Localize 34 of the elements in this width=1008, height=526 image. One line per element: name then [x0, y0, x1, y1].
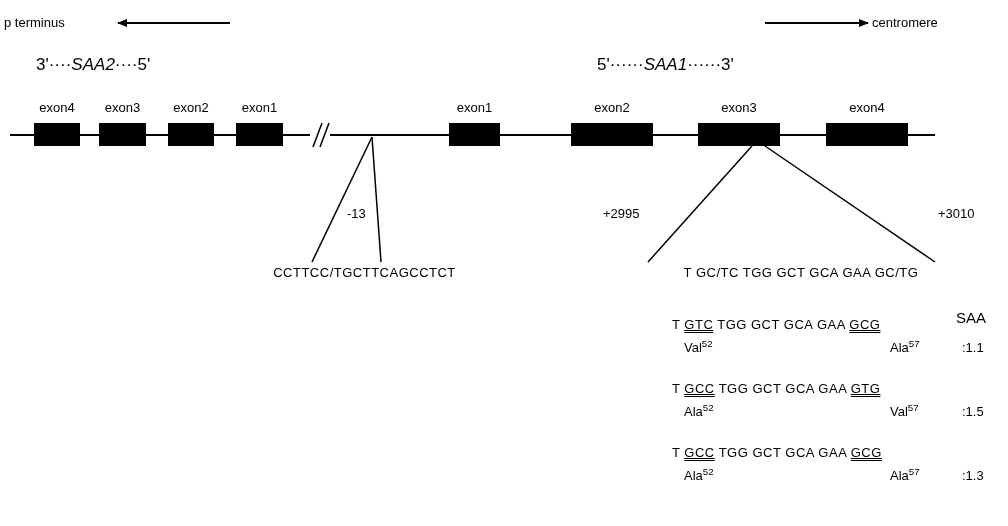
column-header: SAA: [956, 310, 986, 325]
amino-acid-label: Val$^{52}$: [684, 341, 713, 354]
sequence-text: T GC/TC TGG GCT GCA GAA GC/TG: [683, 265, 919, 279]
leader-line: [647, 145, 753, 263]
direction-label: p terminus: [4, 16, 65, 29]
position-label: +3010: [938, 207, 975, 220]
sequence-text: T GCC TGG GCT GCA GAA GTG: [672, 382, 881, 395]
gene-label: 3'····SAA2····5': [36, 56, 151, 73]
amino-acid-label: Ala$^{52}$: [684, 469, 714, 482]
amino-acid-label: Ala$^{57}$: [890, 469, 920, 482]
direction-label: centromere: [872, 16, 938, 29]
exon-label: exon2: [594, 101, 630, 117]
sequence-text: CCTTCC/TGCTTCAGCCTCT: [273, 265, 456, 279]
amino-acid-label: Val$^{57}$: [890, 405, 919, 418]
exon-label: exon3: [104, 101, 141, 117]
ratio-label: :1.5: [962, 405, 984, 418]
leader-line: [311, 136, 373, 263]
ratio-label: :1.1: [962, 341, 984, 354]
amino-acid-label: Ala$^{52}$: [684, 405, 714, 418]
gene-label: 5'······SAA1······3': [597, 56, 734, 73]
leader-line: [371, 136, 382, 263]
exon-label: exon2: [173, 101, 209, 117]
position-label: +2995: [603, 207, 640, 220]
exon-label: exon1: [241, 101, 278, 117]
exon-label: exon4: [849, 101, 885, 117]
amino-acid-label: Ala$^{57}$: [890, 341, 920, 354]
exon-label: exon1: [456, 101, 493, 117]
position-label: -13: [347, 207, 366, 220]
exon-label: exon3: [721, 101, 757, 117]
sequence-text: T GTC TGG GCT GCA GAA GCG: [672, 318, 881, 331]
sequence-text: T GCC TGG GCT GCA GAA GCG: [672, 446, 882, 459]
ratio-label: :1.3: [962, 469, 984, 482]
leader-line: [764, 145, 936, 263]
exon-label: exon4: [39, 101, 75, 117]
